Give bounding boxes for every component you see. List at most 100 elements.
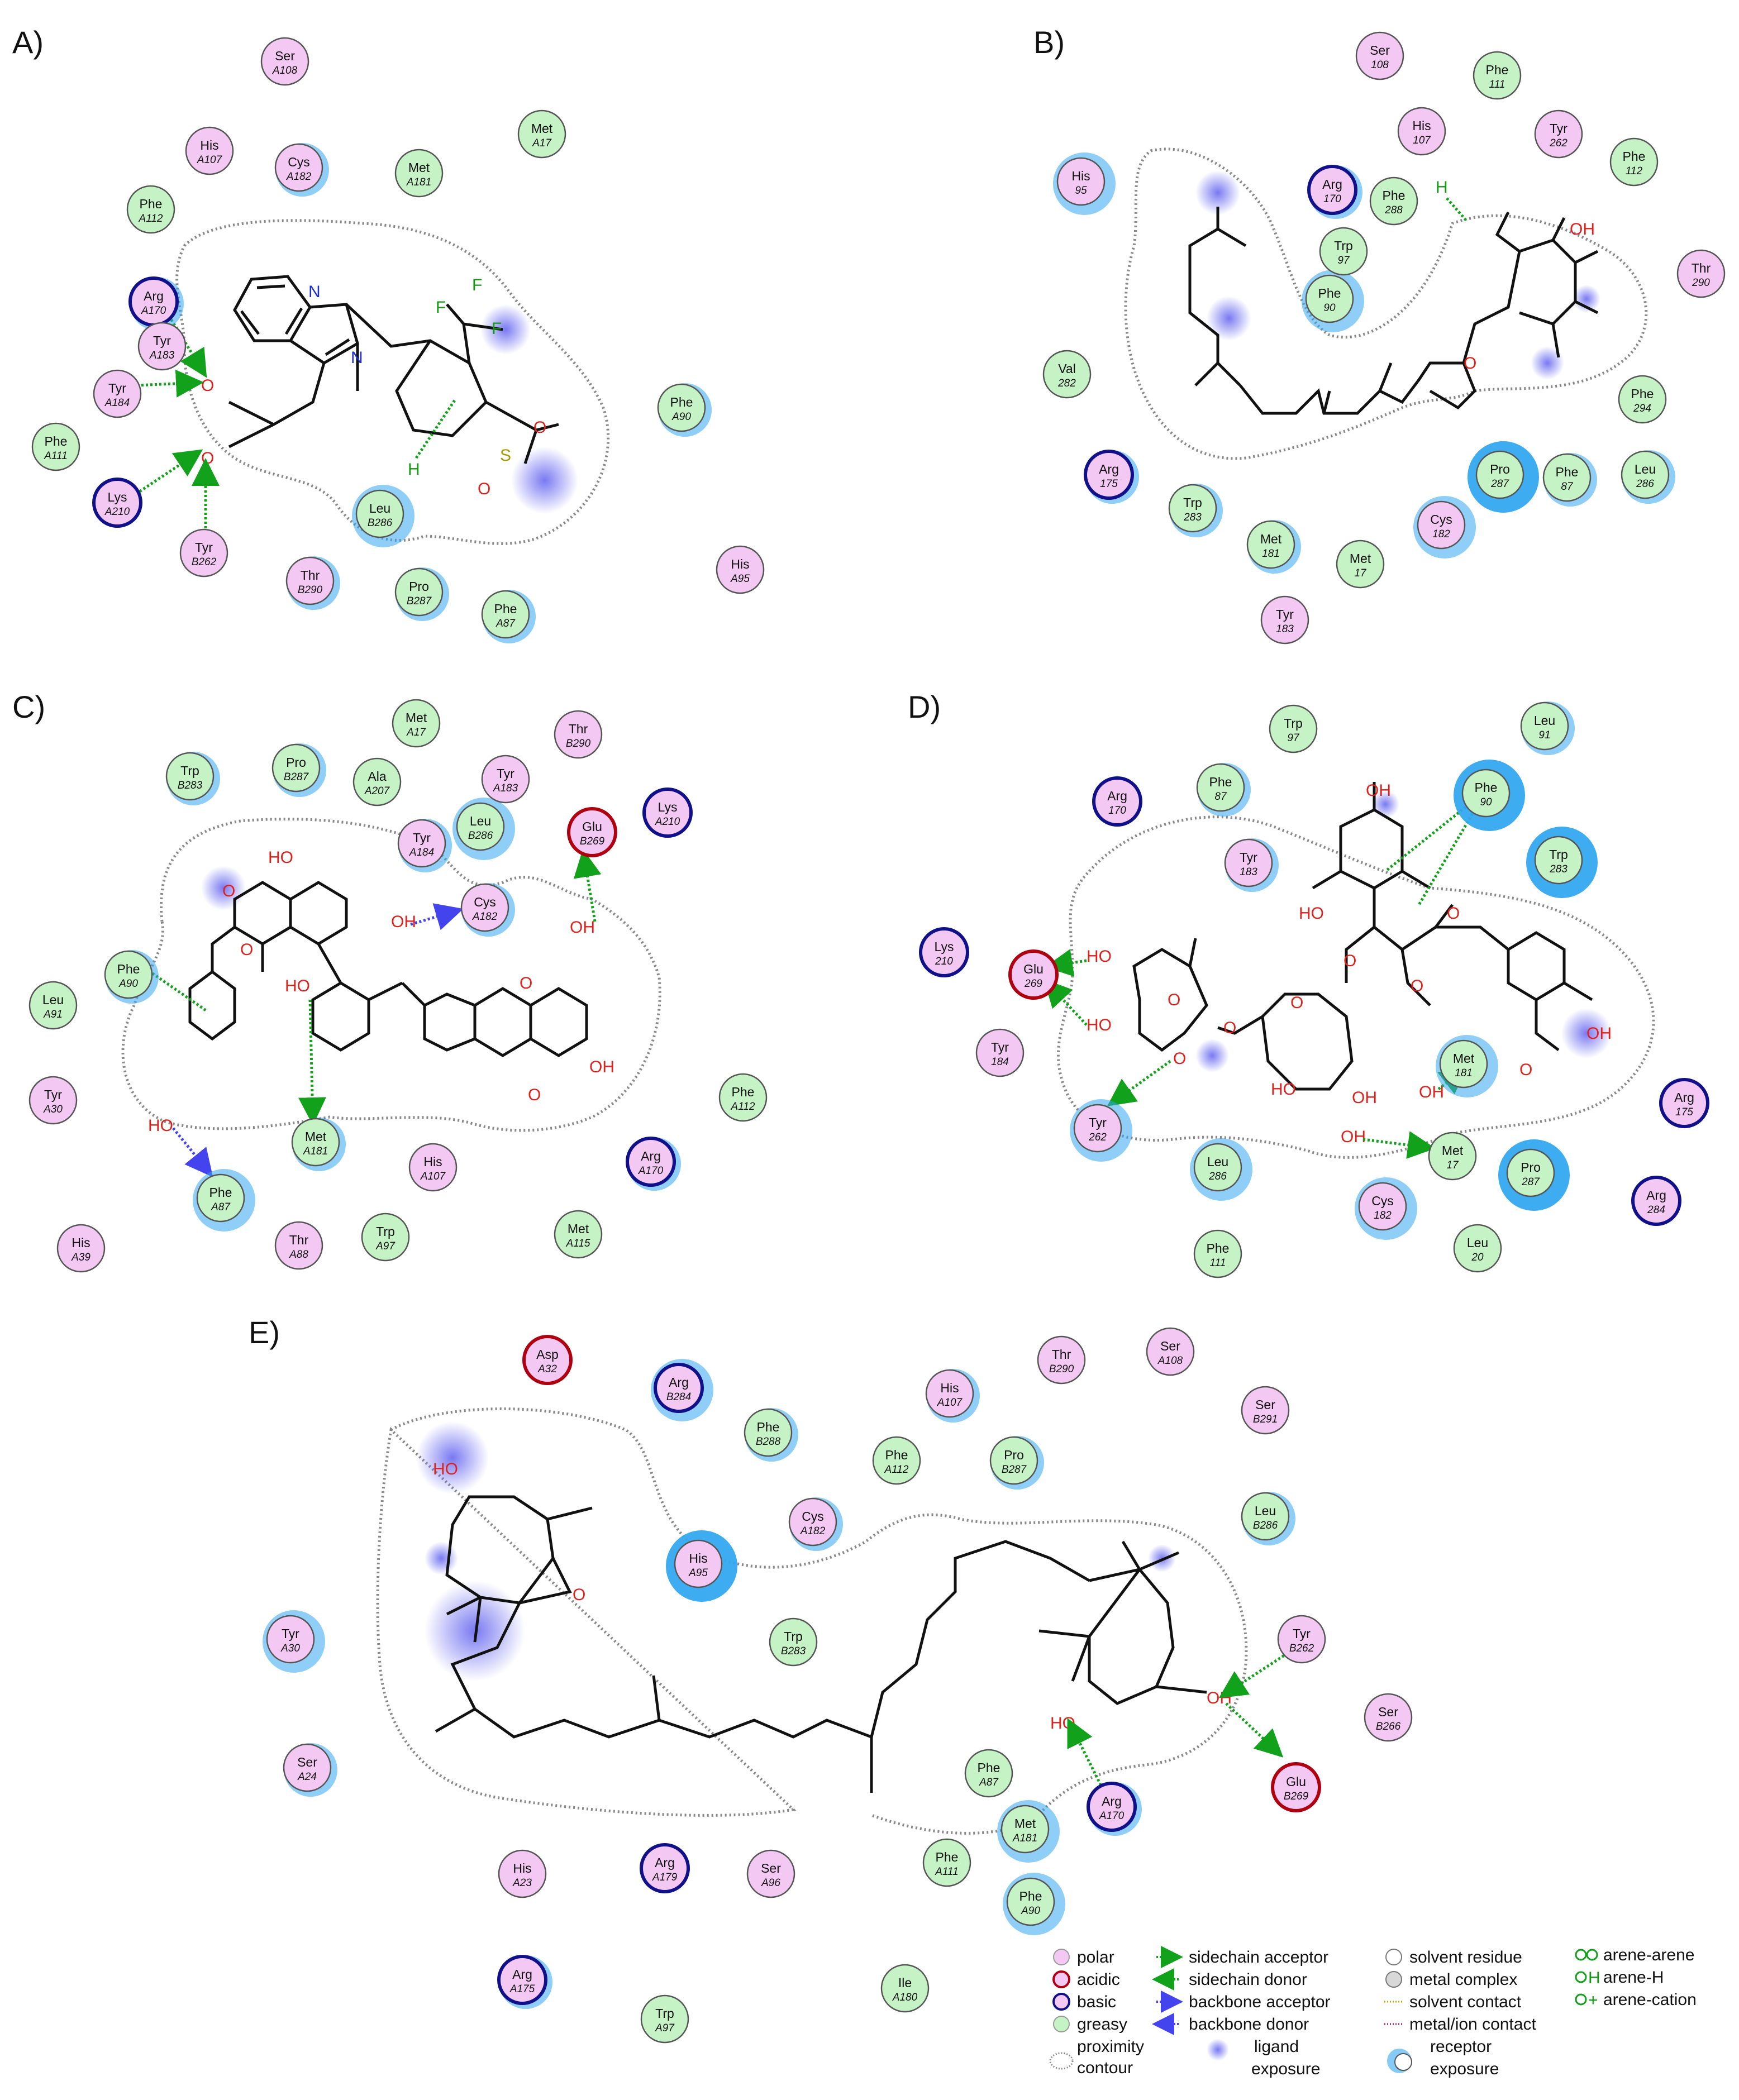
panel-label-e: E) <box>249 1315 280 1350</box>
atom-ho: HO <box>1087 1016 1112 1034</box>
interactions <box>133 849 602 1177</box>
residue-circle <box>137 322 187 371</box>
residue-number: 287 <box>1521 1176 1540 1188</box>
residue-number: 17 <box>1446 1159 1459 1171</box>
residue-name: Cys <box>474 895 496 909</box>
residue-name: Lys <box>935 939 954 954</box>
atom-oh: OH <box>1366 781 1391 800</box>
residue-name: Phe <box>209 1185 232 1200</box>
residue-number: A17 <box>406 727 426 738</box>
residue-name: Arg <box>144 289 164 303</box>
residue-number: B288 <box>756 1436 781 1448</box>
residue-name: Tyr <box>1293 1626 1311 1641</box>
residue-number: A210 <box>104 506 130 518</box>
residue-number: A88 <box>289 1249 308 1261</box>
residue-circle <box>291 1118 340 1167</box>
residue-name: Tyr <box>413 831 431 845</box>
residue-number: A107 <box>937 1397 963 1409</box>
residue-number: B290 <box>298 584 323 596</box>
residue-number: 111 <box>1489 79 1505 90</box>
ligand-exposure <box>1195 170 1240 215</box>
residue-name: His <box>689 1551 707 1566</box>
residue-name: Cys <box>802 1509 824 1524</box>
ligand-structure <box>1132 782 1593 1091</box>
legend-acidic: acidic <box>1052 1970 1120 1989</box>
atom-s: S <box>500 446 511 465</box>
residue-number: 87 <box>1214 791 1227 803</box>
svg-text:metal/ion contact: metal/ion contact <box>1409 2015 1536 2034</box>
residue-circle <box>392 699 441 748</box>
atom-o: O <box>573 1586 585 1604</box>
residue-circle <box>361 1213 410 1262</box>
proximity-contour <box>175 219 610 545</box>
residue-name: Tyr <box>497 766 514 781</box>
residue-name: Tyr <box>1550 121 1568 136</box>
residue-name: His <box>1412 118 1431 133</box>
residue-name: Arg <box>669 1375 689 1390</box>
residue-name: Trp <box>1284 716 1303 731</box>
atom-o: O <box>1464 354 1476 373</box>
residue-name: Ser <box>297 1755 317 1769</box>
svg-text:metal complex: metal complex <box>1409 1970 1517 1989</box>
atom-o: O <box>520 974 532 992</box>
atom-o: O <box>240 941 253 959</box>
svg-text:basic: basic <box>1077 1993 1116 2011</box>
ligand-structure <box>1188 207 1599 415</box>
residue-number: B291 <box>1253 1414 1278 1425</box>
residue-name: Thr <box>569 722 588 736</box>
residue-circle <box>642 787 693 838</box>
panel-d: OH HO O O O OH O HO HO O O O O OH HO OH … <box>1044 781 1655 1159</box>
residue-circle <box>481 590 530 639</box>
panel-label-c: C) <box>12 689 45 724</box>
residue-name: Tyr <box>44 1087 62 1102</box>
residue-name: Tyr <box>1276 607 1294 622</box>
residue-name: Arg <box>655 1855 675 1870</box>
residue-circle <box>626 1137 676 1187</box>
residue-circle <box>1542 453 1592 502</box>
residue-circle <box>975 1028 1025 1077</box>
residue-number: 182 <box>1374 1210 1392 1221</box>
residue-circle <box>1246 520 1295 569</box>
proximity-contour <box>121 818 661 1132</box>
residue-name: Ser <box>275 49 295 63</box>
legend-arene-arene: arene-arene <box>1575 1946 1694 1964</box>
residue-name: Leu <box>1467 1235 1488 1250</box>
residue-number: A108 <box>272 65 298 77</box>
residue-number: 286 <box>1208 1171 1227 1182</box>
residue-number: 282 <box>1057 378 1076 389</box>
legend-ligand-exposure: ligand exposure <box>1207 2037 1320 2078</box>
residue-number: 181 <box>1262 548 1280 560</box>
legend-basic: basic <box>1052 1993 1116 2011</box>
residue-name: Phe <box>1475 780 1498 795</box>
atom-o: O <box>1168 991 1180 1009</box>
residue-number: A207 <box>364 785 390 797</box>
residue-number: 262 <box>1088 1132 1107 1143</box>
ligand-exposure <box>480 304 531 355</box>
residue-number: A181 <box>406 176 431 188</box>
svg-text:arene-cation: arene-cation <box>1603 1991 1697 2009</box>
atom-h: H <box>1436 178 1448 197</box>
residue-number: 170 <box>1108 805 1126 817</box>
residue-name: Thr <box>289 1233 309 1247</box>
residue-circle <box>788 1497 837 1547</box>
residue-number: 90 <box>1480 796 1492 808</box>
